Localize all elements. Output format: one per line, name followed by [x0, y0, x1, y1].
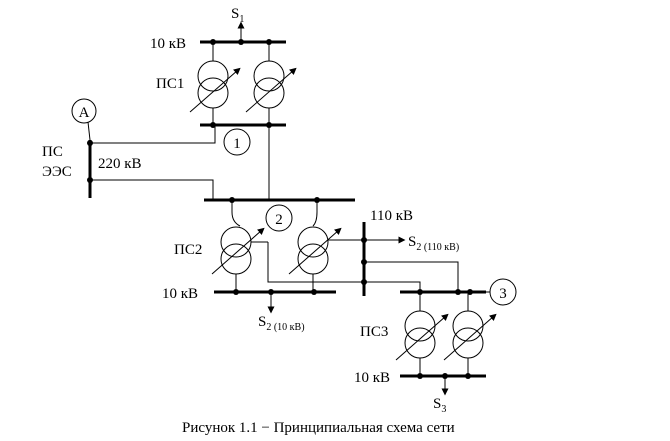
ps2-name: ПС2: [174, 242, 202, 258]
node-1-label: 1: [233, 136, 241, 152]
ps1-load: S1: [231, 6, 244, 25]
node-a-label: A: [79, 105, 90, 121]
ps2-transformer-2: [288, 200, 364, 292]
ps3-name: ПС3: [360, 324, 388, 340]
ps2-transformer-1: [211, 200, 268, 292]
ps1-transformer-1: [189, 42, 241, 125]
ps1-substation: 10 кВ S1 ПС1 1: [150, 6, 297, 156]
line-2-3: [364, 261, 459, 292]
ps3-transformer-1: [395, 292, 449, 376]
ps1-lv-voltage: 10 кВ: [150, 36, 186, 52]
figure-caption: Рисунок 1.1 − Принципиальная схема сети: [182, 420, 455, 436]
source-name-line1: ПС: [42, 144, 63, 160]
ps3-load: S3: [433, 396, 446, 415]
ps2-lv-load: S2 (10 кВ): [258, 314, 305, 333]
source-voltage: 220 кВ: [98, 156, 142, 172]
ps2-mv-voltage: 110 кВ: [370, 208, 413, 224]
ps1-transformer-2: [245, 42, 297, 125]
line-a-2: [90, 179, 214, 200]
node-3-label: 3: [499, 286, 507, 302]
source-name-line2: ЭЭС: [42, 164, 72, 180]
node-a-lead: [87, 121, 91, 141]
ps2-lv-voltage: 10 кВ: [162, 286, 198, 302]
node-3-circle: [489, 278, 517, 306]
node-2-label: 2: [275, 212, 283, 228]
line-a-1: [90, 125, 216, 144]
node-a-circle: [71, 98, 97, 124]
ps3-transformer-2: [443, 292, 497, 376]
ps1-name: ПС1: [156, 76, 184, 92]
node-1-circle: [223, 128, 251, 156]
ps3-substation: 3 ПС3 10 кВ S3: [354, 278, 517, 415]
ps2-substation: 2 110 кВ S2 (110 кВ) 10 кВ S2 (10 кВ): [162, 197, 459, 333]
source-substation: A ПС ЭЭС 220 кВ: [42, 98, 142, 198]
node-2-circle: [265, 204, 293, 232]
ps3-lv-voltage: 10 кВ: [354, 370, 390, 386]
ps2-mv-load: S2 (110 кВ): [408, 234, 459, 253]
